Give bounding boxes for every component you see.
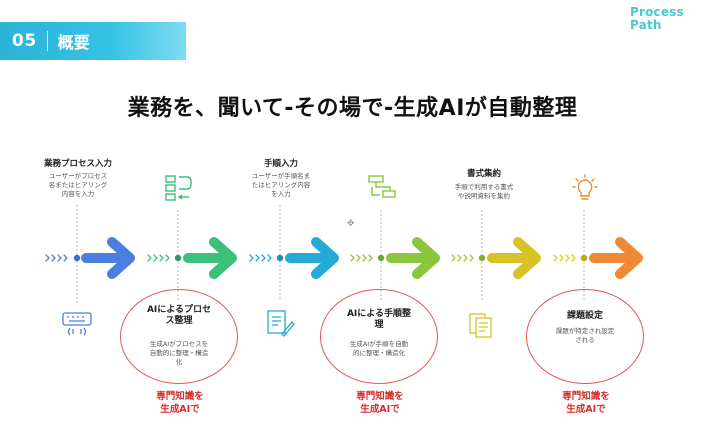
- bubble-issue-setting: [526, 289, 644, 384]
- note-line: 生成AIで: [566, 404, 606, 415]
- arrow-green: [183, 237, 237, 279]
- desc-line: や説明資料を集約: [458, 192, 510, 200]
- bubble-desc-line: 課題が特定され設定: [555, 327, 615, 335]
- bubble-desc-line: 生成AIが手順を自動: [349, 340, 409, 348]
- bubble-desc-line: 自動的に整理・構造: [149, 349, 209, 357]
- move-cursor-icon: ✥: [347, 219, 355, 229]
- bubble-desc-line: 生成AIがプロセスを: [149, 340, 209, 348]
- step-label-process-input: 業務プロセス入力: [43, 159, 112, 169]
- bubble-desc-line: 的に整理・構造化: [353, 349, 405, 357]
- bubble-desc-ai-process: 生成AIがプロセスを 自動的に整理・構造 化: [128, 340, 230, 367]
- desc-line: 名またはヒアリング: [48, 181, 108, 189]
- step-label-procedure-input: 手順入力: [263, 159, 298, 169]
- section-separator: [46, 31, 48, 51]
- desc-line: ユーザーが手順名ま: [251, 172, 311, 180]
- section-number: 05: [12, 31, 37, 51]
- page-headline: 業務を、聞いて-その場で-生成AIが自動整理: [127, 96, 578, 121]
- step-desc-process-input: ユーザーがプロセス 名またはヒアリング 内容を入力: [22, 172, 134, 199]
- note-line: 専門知識を: [356, 391, 404, 402]
- flow-dots: [73, 254, 588, 262]
- chevrons-3: [249, 254, 272, 262]
- note-line: 生成AIで: [160, 404, 200, 415]
- documents-icon: [469, 313, 492, 338]
- document-edit-icon: [267, 310, 295, 337]
- section-header-tab: 05 概要: [0, 22, 186, 60]
- lightbulb-icon: [572, 174, 598, 200]
- bubble-title-line: AIによるプロセ: [146, 305, 212, 315]
- bubble-ai-procedure: [320, 289, 438, 384]
- note-line: 生成AIで: [360, 404, 400, 415]
- arrow-orange: [589, 237, 643, 279]
- section-title: 概要: [57, 33, 90, 52]
- desc-line: 内容を入力: [61, 190, 95, 198]
- chevrons-5: [451, 254, 474, 262]
- logo-line-2: Path: [630, 18, 662, 32]
- desc-line: たはヒアリング内容: [251, 181, 311, 189]
- bubble-title-ai-procedure: AIによる手順整 理: [328, 309, 430, 331]
- chevrons-6: [553, 254, 576, 262]
- chevrons-4: [350, 254, 373, 262]
- arrow-yellow: [487, 237, 541, 279]
- flowchart-icon: [368, 175, 396, 198]
- bubble-title-line: 理: [374, 320, 384, 330]
- step-desc-format-collection: 手順で利用する書式 や説明資料を集約: [428, 183, 540, 201]
- bubble-title-line: AIによる手順整: [346, 309, 412, 319]
- expertise-note-1: 専門知識を 生成AIで: [130, 390, 230, 416]
- desc-line: 手順で利用する書式: [454, 183, 514, 191]
- chevrons-2: [147, 254, 170, 262]
- note-line: 専門知識を: [156, 391, 204, 402]
- step-label-format-collection: 書式集約: [466, 169, 501, 179]
- step-desc-procedure-input: ユーザーが手順名ま たはヒアリング内容 を入力: [225, 172, 337, 199]
- arrow-lime: [386, 237, 440, 279]
- list-icon: [165, 175, 192, 201]
- bubble-title-issue-setting: 課題設定: [566, 311, 603, 321]
- expertise-note-2: 専門知識を 生成AIで: [330, 390, 430, 416]
- arrow-teal: [285, 237, 339, 279]
- keyboard-icon: [62, 312, 92, 336]
- logo-line-1: Process: [630, 5, 684, 19]
- note-line: 専門知識を: [562, 391, 610, 402]
- bubble-title-ai-process: AIによるプロセ ス整理: [128, 305, 230, 327]
- arrow-blue: [81, 237, 135, 279]
- bubble-desc-issue-setting: 課題が特定され設定 される: [534, 327, 636, 345]
- chevrons-1: [45, 254, 68, 262]
- bubble-title-line: ス整理: [165, 316, 193, 326]
- expertise-note-3: 専門知識を 生成AIで: [536, 390, 636, 416]
- bubble-desc-line: される: [575, 336, 595, 344]
- bubble-ai-process: [120, 289, 238, 384]
- process-path-logo: Process Path: [630, 6, 700, 32]
- desc-line: を入力: [271, 190, 291, 198]
- bubble-desc-ai-procedure: 生成AIが手順を自動 的に整理・構造化: [328, 340, 430, 358]
- bubble-desc-line: 化: [175, 358, 183, 366]
- desc-line: ユーザーがプロセス: [48, 172, 108, 180]
